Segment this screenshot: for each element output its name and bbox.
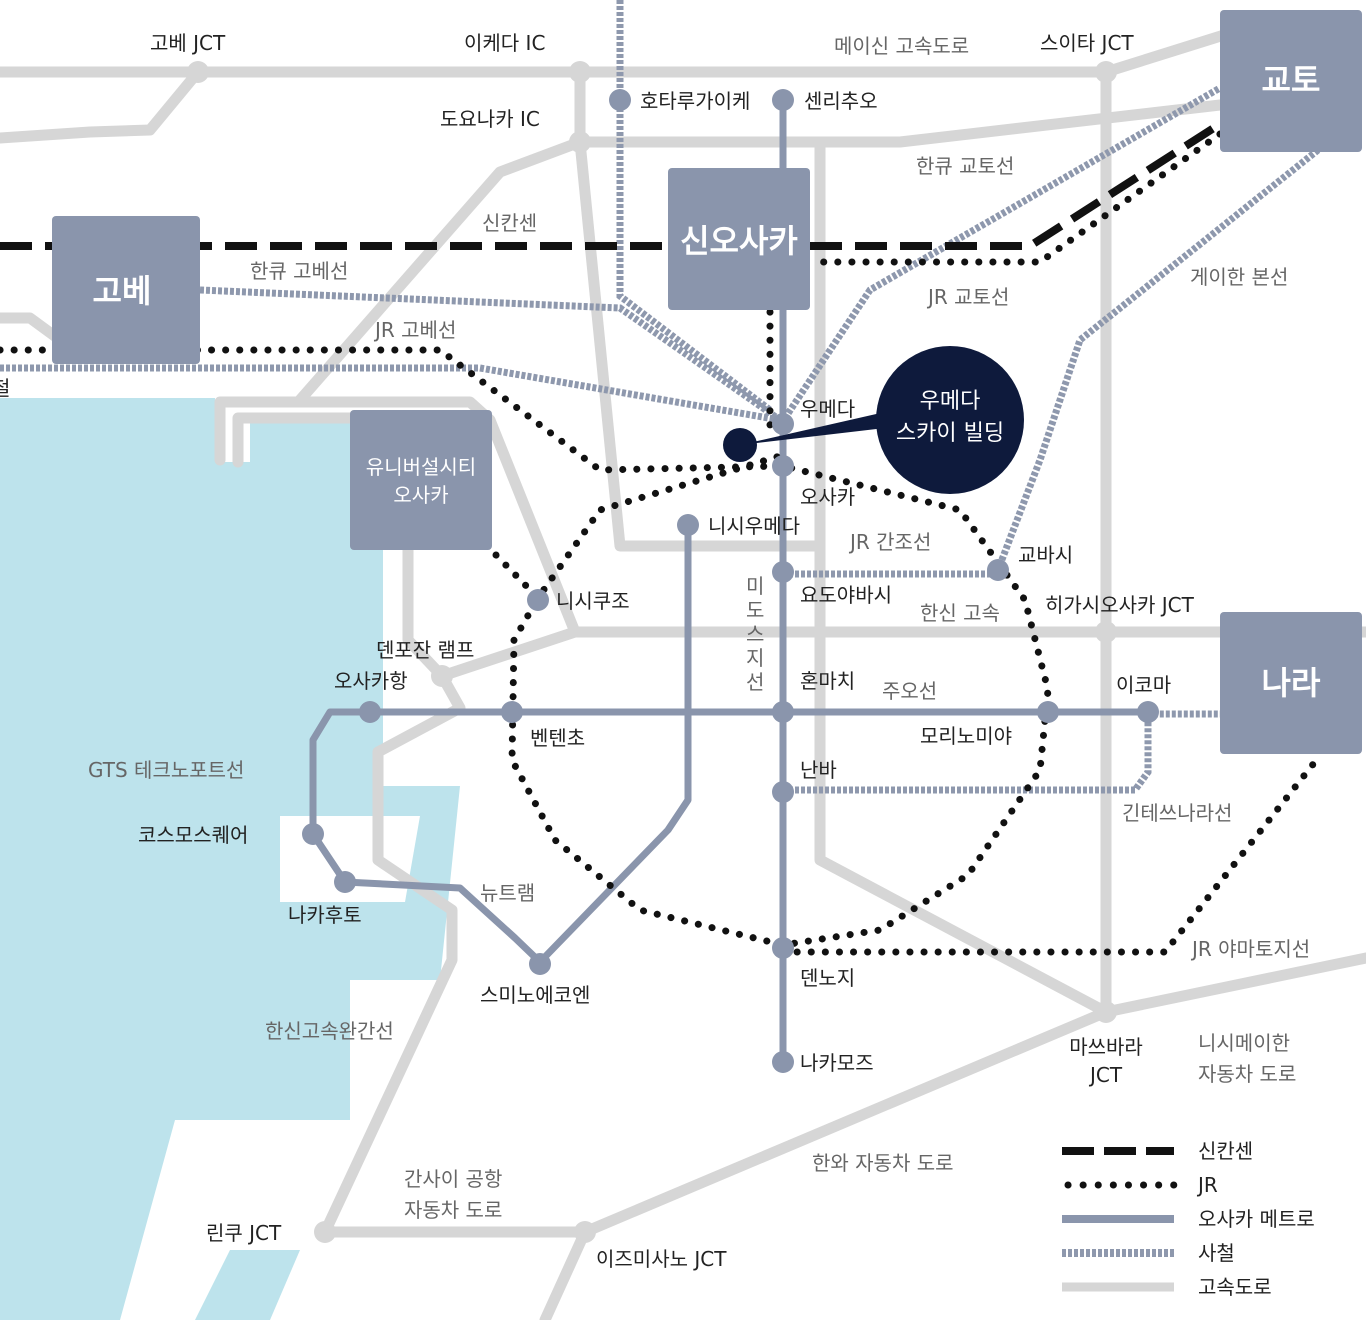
station-tennoji: 덴노지 [800,966,855,990]
label-midosuji: 미 도 스 지 선 [746,574,764,694]
station-kyobashi: 교바시 [1018,543,1073,567]
shinosaka-label: 신오사카 [680,222,798,260]
svg-text:지: 지 [746,646,764,670]
station-nakafuto: 나카후토 [288,903,362,927]
road-suita-jct: 스이타 JCT [1040,31,1134,55]
road-rinku-jct: 린쿠 JCT [206,1221,282,1245]
svg-text:미: 미 [746,574,764,598]
legend-highway-label: 고속도로 [1198,1275,1272,1299]
svg-text:선: 선 [746,670,764,694]
kyoto-label: 교토 [1262,61,1321,99]
station-cosmosquare: 코스모스퀘어 [138,823,248,847]
osaka-bay-water [0,398,460,1320]
usj-label-line1: 유니버설시티 [366,455,476,479]
legend-metro-label: 오사카 메트로 [1198,1207,1315,1231]
svg-text:도: 도 [746,598,764,622]
label-keihan: 게이한 본선 [1190,265,1288,289]
usj-label-line2: 오사카 [393,483,448,507]
umeda-sky-building-circle [876,346,1024,494]
legend-private-label: 사철 [1198,1241,1235,1265]
shinosaka-city-box [668,168,810,310]
road-matsubara-1: 마쓰바라 [1069,1035,1143,1059]
label-edge-cut: 철 [0,376,10,400]
station-suminoekoen: 스미노에코엔 [480,983,590,1007]
highway-network [0,24,1366,1320]
station-ikoma: 이코마 [1116,673,1171,697]
road-kobe-jct: 고베 JCT [150,31,226,55]
shinkansen-line [0,120,1223,250]
station-senrichuo: 센리추오 [804,89,878,113]
nara-city-box [1220,612,1362,754]
station-yodoyabashi: 요도야바시 [800,583,892,607]
jr-lines [0,130,1322,956]
station-osaka: 오사카 [800,485,855,509]
svg-text:스: 스 [746,622,764,646]
station-honmachi: 혼마치 [800,669,855,693]
landmark-marker [723,428,757,462]
station-morinomiya: 모리노미야 [920,724,1012,748]
road-tenpozan: 덴포잔 램프 [376,638,474,662]
station-osakako: 오사카항 [334,669,408,693]
label-hankyu-kobe: 한큐 고베선 [250,259,348,283]
station-hotarugaike: 호타루가이케 [640,89,750,113]
label-gts: GTS 테크노포트선 [88,758,244,782]
station-nishikujo: 니시쿠조 [556,589,630,613]
landmark-label-line2: 스카이 빌딩 [896,421,1004,446]
road-meishin: 메이신 고속도로 [834,34,969,58]
rinku-water [195,1250,300,1320]
label-jr-kyoto: JR 교토선 [926,285,1009,309]
road-kix-1: 간사이 공항 [404,1167,502,1191]
label-jr-yamatoji: JR 야마토지선 [1190,937,1310,961]
label-chuo: 주오선 [882,679,937,703]
landmark-pointer [740,412,885,445]
highway-junction-dots [187,61,1117,1243]
road-ikeda-ic: 이케다 IC [464,31,545,55]
label-newtram: 뉴트램 [480,881,535,905]
label-kintetsu-nara: 긴테쓰나라선 [1122,801,1232,825]
legend-jr-label: JR [1196,1173,1218,1197]
station-bentencho: 벤텐초 [530,726,585,750]
road-toyonaka-ic: 도요나카 IC [440,107,540,131]
road-izumisano-jct: 이즈미사노 JCT [596,1247,727,1271]
road-nishimeihan-1: 니시메이한 [1198,1031,1290,1055]
label-hankyu-kyoto: 한큐 교토선 [916,154,1014,178]
road-hanwa: 한와 자동차 도로 [812,1151,954,1175]
map-legend: 신칸센 JR 오사카 메트로 사철 고속도로 [1062,1139,1315,1299]
road-matsubara-2: JCT [1088,1063,1123,1087]
landmark-label-line1: 우메다 [920,389,981,414]
label-shinkansen: 신칸센 [482,211,537,235]
road-hanshin: 한신 고속 [920,601,1000,625]
station-umeda: 우메다 [800,397,855,421]
label-jr-kanjo: JR 간조선 [848,530,931,554]
kobe-city-box [52,216,200,364]
legend-shinkansen-label: 신칸센 [1198,1139,1253,1163]
road-hanshin-wangan: 한신고속완간선 [265,1019,394,1043]
station-dots [302,89,1159,1073]
usj-box [350,410,492,550]
road-nishimeihan-2: 자동차 도로 [1198,1062,1296,1086]
station-nishiumeda: 니시우메다 [708,514,800,538]
road-higashiosaka-jct: 히가시오사카 JCT [1045,593,1195,617]
label-jr-kobe: JR 고베선 [373,318,456,342]
kobe-label: 고베 [93,272,152,310]
kyoto-city-box [1220,10,1362,152]
station-namba: 난바 [800,758,837,782]
road-kix-2: 자동차 도로 [404,1198,502,1222]
station-nakamozu: 나카모즈 [800,1051,874,1075]
nara-label: 나라 [1262,664,1321,702]
